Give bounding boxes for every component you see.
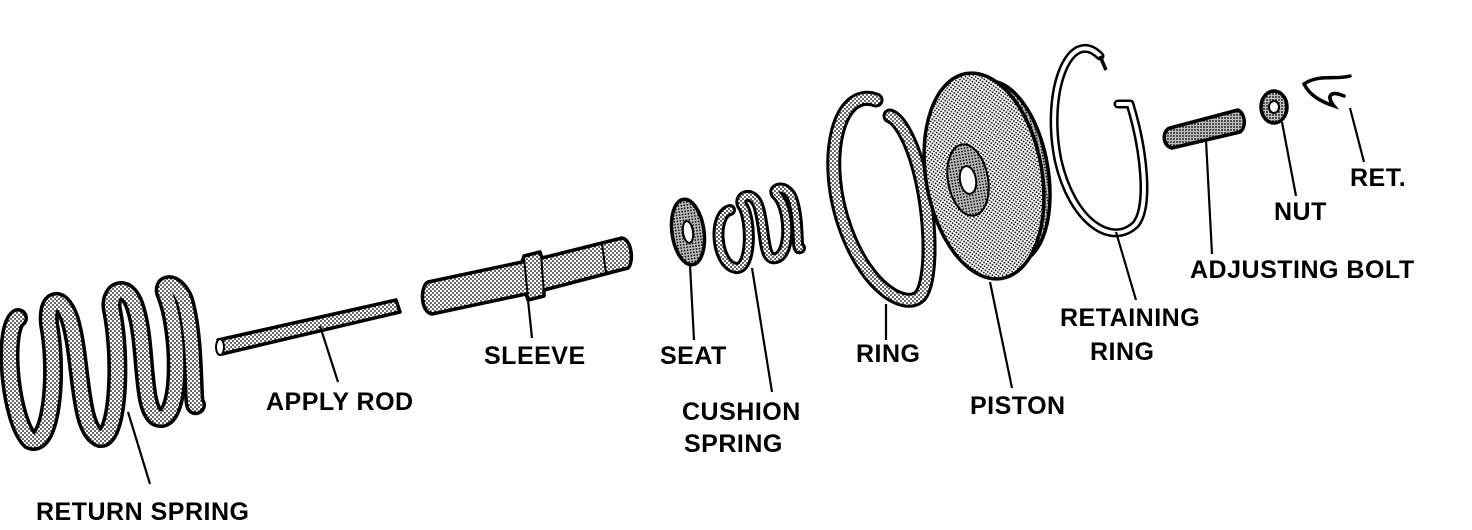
label-piston: PISTON xyxy=(970,392,1066,420)
label-retaining-ring-line1: RETAINING xyxy=(1060,304,1200,332)
return-spring xyxy=(0,275,206,451)
sleeve xyxy=(420,236,634,316)
retainer-clip xyxy=(1302,74,1352,110)
label-adjusting-bolt: ADJUSTING BOLT xyxy=(1190,256,1415,284)
cushion-spring xyxy=(712,182,806,274)
label-return-spring: RETURN SPRING xyxy=(36,498,249,526)
label-apply-rod: APPLY ROD xyxy=(266,388,414,416)
ring xyxy=(826,90,937,308)
label-sleeve: SLEEVE xyxy=(484,342,586,370)
label-ring: RING xyxy=(856,340,921,368)
labels: RETURN SPRING APPLY ROD SLEEVE SEAT CUSH… xyxy=(36,164,1415,526)
label-seat: SEAT xyxy=(660,342,727,370)
nut xyxy=(1259,89,1289,125)
label-cushion-spring-line2: SPRING xyxy=(684,430,783,458)
label-nut: NUT xyxy=(1274,198,1327,226)
retaining-ring xyxy=(1049,44,1149,238)
apply-rod xyxy=(215,298,402,356)
seat xyxy=(669,197,707,267)
label-cushion-spring-line1: CUSHION xyxy=(682,398,801,426)
adjusting-bolt xyxy=(1162,108,1246,150)
label-ret: RET. xyxy=(1350,164,1406,192)
leader-lines xyxy=(126,107,1366,485)
piston xyxy=(922,71,1052,281)
label-retaining-ring-line2: RING xyxy=(1090,338,1155,366)
